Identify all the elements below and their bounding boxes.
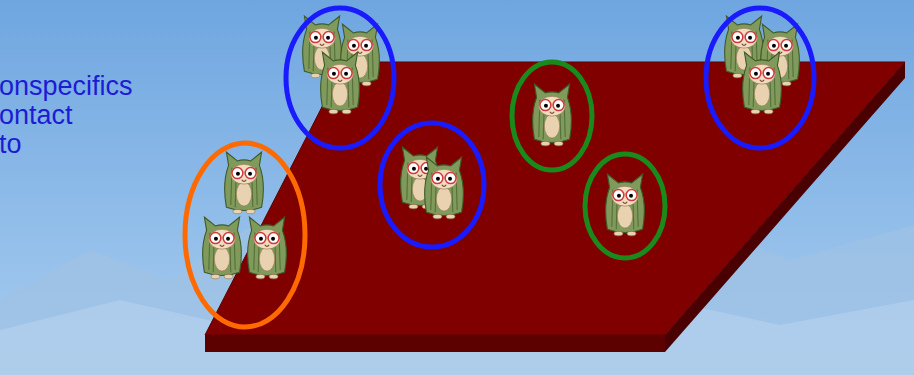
group-outline <box>380 123 484 247</box>
owl-group <box>203 152 287 279</box>
group-outline <box>706 8 814 148</box>
group-outline <box>286 8 394 148</box>
group-outline <box>512 62 592 170</box>
owl-group <box>533 84 572 146</box>
label-column: onspecificsontactto <box>0 72 133 159</box>
group-outline <box>185 143 305 327</box>
note-text: ontact <box>0 101 133 130</box>
owl-group <box>725 16 800 114</box>
owl-group <box>606 174 645 236</box>
note-text: onspecifics <box>0 72 133 101</box>
group-outline <box>585 154 665 258</box>
platform-top <box>205 62 905 335</box>
note-text: to <box>0 130 133 159</box>
owl-group <box>401 147 464 219</box>
owl-group <box>303 16 380 114</box>
platform-front-edge <box>205 335 665 352</box>
